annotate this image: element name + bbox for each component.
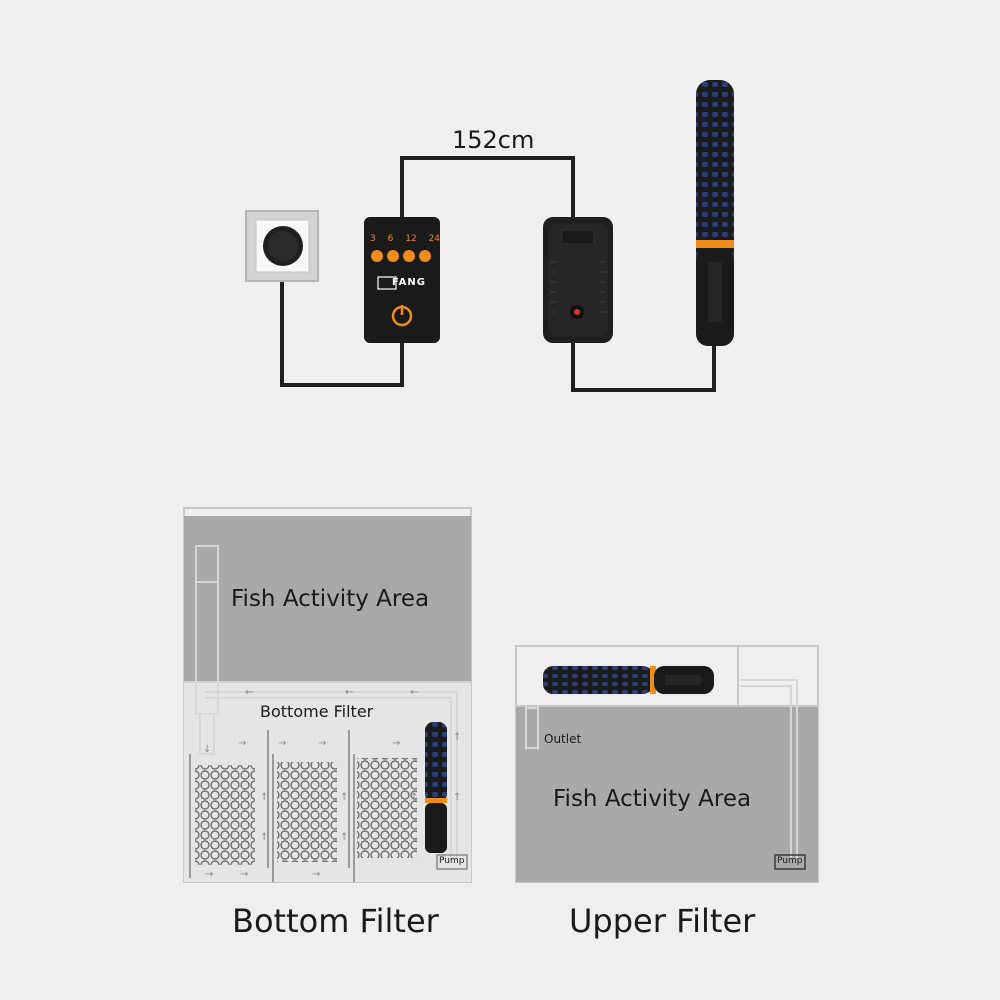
timer-brand-logo: FANG (392, 277, 426, 288)
sump-heater (425, 722, 447, 853)
sump-pump (436, 854, 468, 870)
svg-text:↑: ↑ (340, 792, 348, 803)
upper-pump-label: Pump (777, 856, 803, 866)
timer-indicator-lights (371, 250, 431, 262)
svg-text:→: → (238, 738, 246, 749)
cable-outlet-to-timer (280, 268, 404, 387)
svg-text:→: → (392, 738, 400, 749)
timer-hour-labels: 3 6 12 24 (370, 234, 440, 244)
svg-text:↑: ↑ (410, 792, 418, 803)
upper-filter-tank (515, 645, 819, 883)
bottom-filter-tank: ↓ ↑ ↑ ↑ ↑ ↑ ↑ ↑ → → → → → → → ← ← ← (183, 507, 472, 883)
svg-text:↑: ↑ (453, 732, 461, 743)
timer-hour-3: 3 (370, 234, 376, 244)
timer-hour-24: 24 (428, 234, 440, 244)
svg-text:←: ← (245, 687, 253, 698)
cable-timer-to-adapter (400, 156, 575, 218)
upper-filter-caption: Upper Filter (569, 902, 756, 940)
upper-fish-area-label: Fish Activity Area (553, 786, 752, 812)
cable-adapter-to-heater (571, 340, 716, 392)
timer-hour-12: 12 (405, 234, 417, 244)
power-adapter (543, 217, 613, 343)
svg-text:↑: ↑ (453, 792, 461, 803)
svg-text:←: ← (410, 687, 418, 698)
upper-outlet-label: Outlet (544, 732, 582, 746)
upper-pump (774, 854, 806, 870)
power-button-icon (391, 305, 413, 327)
wall-outlet-icon (245, 210, 319, 282)
cable-length-label: 152cm (452, 126, 535, 154)
svg-text:→: → (312, 869, 320, 880)
aquarium-heater-vertical (696, 80, 734, 346)
power-switch-icon (570, 305, 584, 319)
filter-media-2 (277, 762, 337, 862)
bottom-pump-label: Pump (439, 856, 465, 866)
svg-text:→: → (278, 738, 286, 749)
timer-hour-6: 6 (387, 234, 394, 244)
svg-text:↑: ↑ (340, 832, 348, 843)
timer-controller (364, 217, 440, 343)
svg-text:→: → (240, 869, 248, 880)
filter-media-1 (195, 765, 255, 865)
flow-arrows: ↓ ↑ ↑ ↑ ↑ ↑ ↑ ↑ → → → → → → → ← ← ← (203, 687, 461, 880)
bottom-filter-caption: Bottom Filter (232, 902, 439, 940)
bottom-fish-area-label: Fish Activity Area (231, 586, 430, 612)
power-cables (280, 156, 716, 392)
svg-text:→: → (205, 869, 213, 880)
bottom-filter-label: Bottome Filter (260, 702, 374, 721)
upper-heater (543, 666, 714, 694)
svg-text:→: → (318, 738, 326, 749)
svg-text:↑: ↑ (260, 792, 268, 803)
svg-text:↓: ↓ (203, 744, 211, 755)
svg-text:←: ← (345, 687, 353, 698)
svg-text:↑: ↑ (260, 832, 268, 843)
filter-media-3 (357, 758, 417, 858)
